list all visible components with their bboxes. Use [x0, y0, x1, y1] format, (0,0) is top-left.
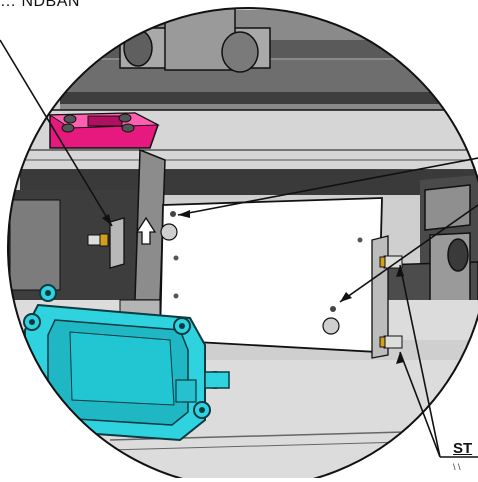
callout-label-bottom-right: ST	[453, 440, 473, 457]
callout-sublabel-bottom-right: \ \	[453, 462, 461, 472]
leader-arrowheads	[102, 210, 404, 364]
detail-view-outline	[7, 7, 478, 482]
callout-label-top: … NDBAN	[0, 0, 80, 10]
leader-lines	[0, 39, 478, 458]
white-mounting-plate	[109, 197, 389, 359]
hex-nut-icon	[87, 233, 403, 349]
magenta-mounting-block	[48, 112, 160, 149]
up-arrow-icon	[135, 216, 157, 245]
